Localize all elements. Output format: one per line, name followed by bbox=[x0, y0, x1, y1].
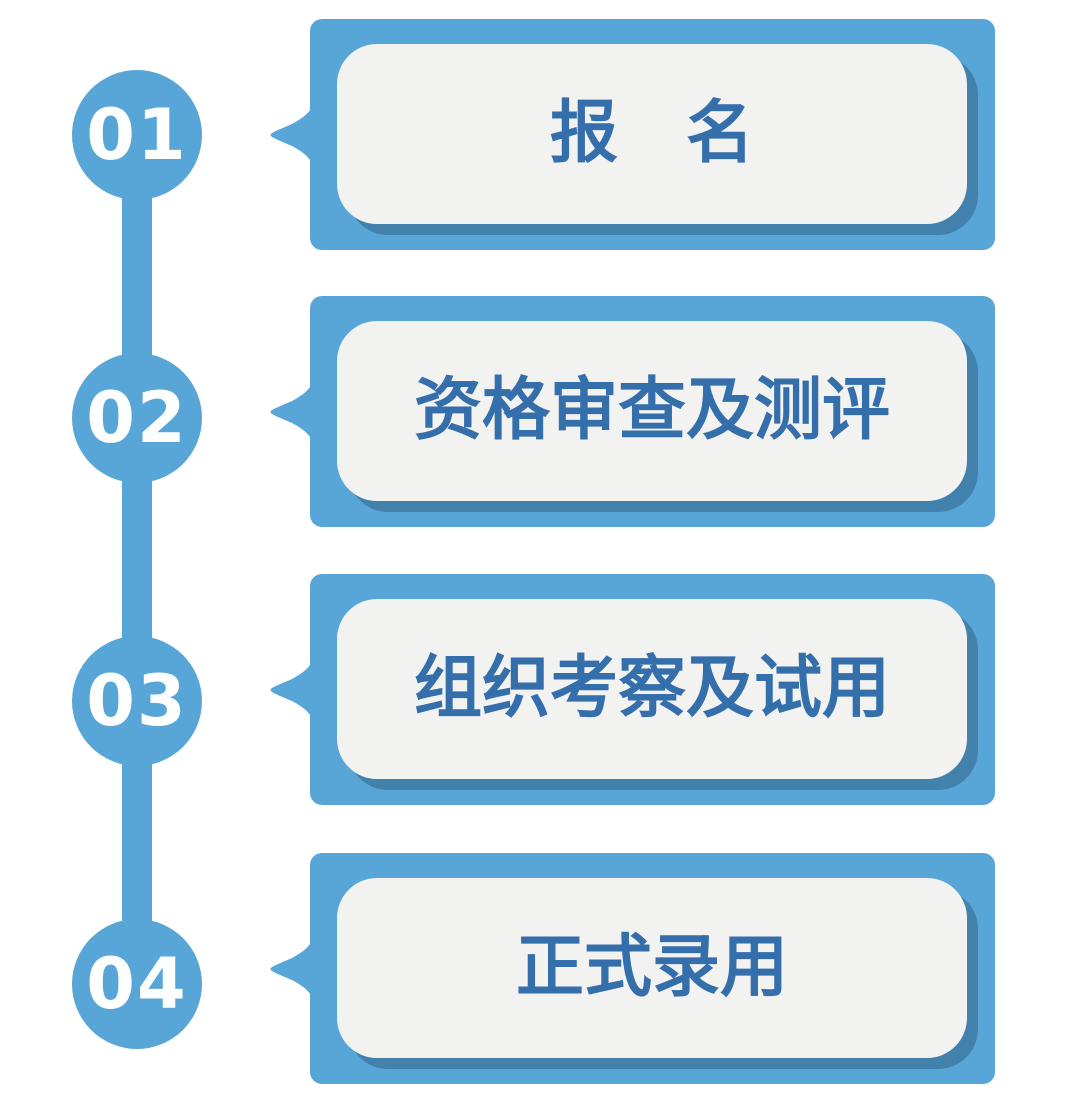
step-card-inner: 组织考察及试用 bbox=[337, 599, 967, 779]
step-card-inner: 报 名 bbox=[337, 44, 967, 224]
step-label: 资格审查及测评 bbox=[413, 371, 890, 450]
step-card-inner: 正式录用 bbox=[337, 878, 967, 1058]
step-label: 组织考察及试用 bbox=[413, 649, 890, 728]
step-circle-3: 03 bbox=[72, 636, 202, 766]
step-circle-1: 01 bbox=[72, 70, 202, 200]
step-number: 02 bbox=[86, 377, 188, 459]
step-circle-2: 02 bbox=[72, 353, 202, 483]
step-label: 报 名 bbox=[549, 94, 754, 173]
timeline-line bbox=[122, 135, 152, 984]
step-card-4: 正式录用 bbox=[270, 853, 995, 1084]
connector-bump-icon bbox=[270, 363, 316, 460]
connector-bump-icon bbox=[270, 641, 316, 738]
step-card-inner: 资格审查及测评 bbox=[337, 321, 967, 501]
step-label: 正式录用 bbox=[515, 928, 788, 1007]
step-number: 01 bbox=[86, 94, 188, 176]
step-number: 03 bbox=[86, 660, 188, 742]
connector-bump-icon bbox=[270, 920, 316, 1017]
step-circle-4: 04 bbox=[72, 919, 202, 1049]
connector-bump-icon bbox=[270, 86, 316, 183]
step-card-1: 报 名 bbox=[270, 19, 995, 250]
step-number: 04 bbox=[86, 943, 188, 1025]
step-card-2: 资格审查及测评 bbox=[270, 296, 995, 527]
step-card-3: 组织考察及试用 bbox=[270, 574, 995, 805]
